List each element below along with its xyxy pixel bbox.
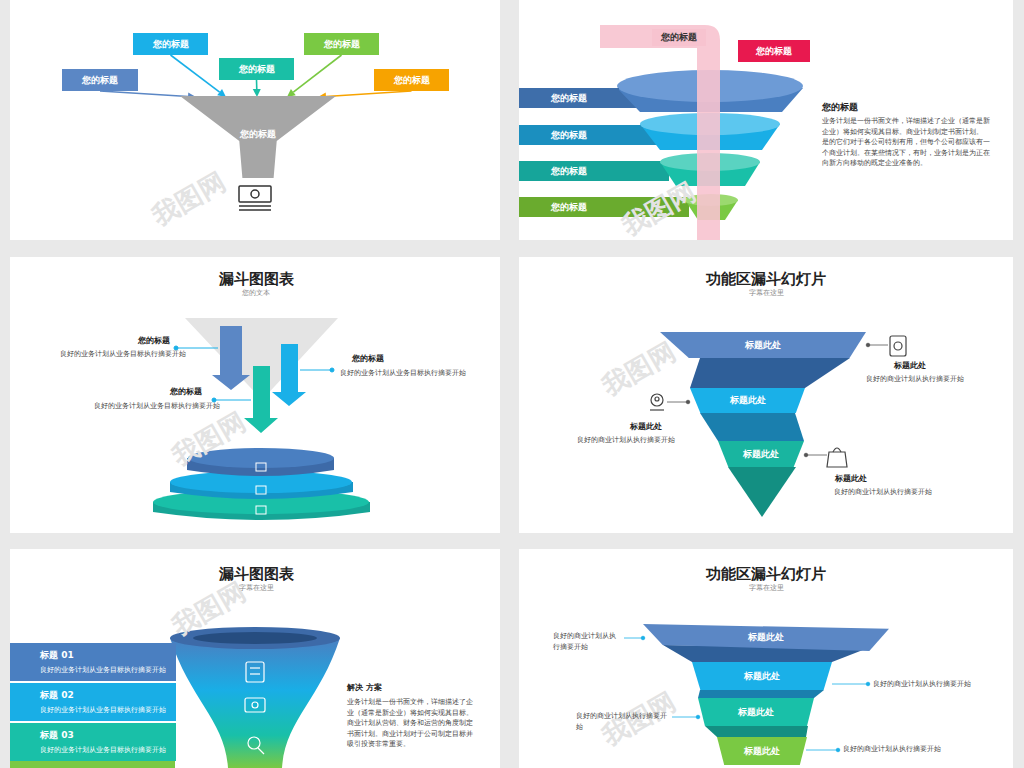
title-band: 您的标题: [738, 40, 810, 62]
slide-title: 功能区漏斗幻灯片: [706, 268, 826, 291]
funnel-band: 标题此处: [698, 698, 814, 726]
arrow-connector: [318, 91, 412, 100]
callout-text: 良好的商业计划从执行摘要开始: [553, 631, 621, 652]
callout-heading: 标题此处: [894, 360, 926, 372]
callout-text: 良好的业务计划从业务目标执行摘要开始: [340, 368, 466, 379]
callout-text: 字幕在这里: [749, 288, 784, 299]
title-band: 您的标题: [519, 125, 619, 145]
band-title: 您的标题: [240, 128, 276, 141]
band-title: 您的标题: [82, 74, 118, 87]
slide-title: 功能区漏斗幻灯片: [706, 563, 826, 586]
title-band: 您的标题: [133, 33, 208, 55]
callout-text: 字幕在这里: [239, 583, 274, 594]
callout-text: 业务计划是一份书面文件，详细描述了企业（通常是新企业）将如何实现其目标。商业计划…: [347, 697, 475, 750]
band-title: 标题此处: [745, 339, 781, 352]
band-body: 良好的业务计划从业务目标执行摘要开始: [40, 665, 166, 675]
callout-heading: 您的标题: [352, 353, 384, 365]
title-band: 您的标题: [62, 69, 138, 91]
slide-title: 漏斗图图表: [219, 268, 294, 291]
band-title: 您的标题: [153, 38, 189, 51]
band-title: 您的标题: [551, 92, 587, 105]
band-title: 标题此处: [743, 448, 779, 461]
callout-text: 字幕在这里: [749, 583, 784, 594]
band-title: 标题此处: [744, 745, 780, 758]
callout-text: 良好的商业计划从执行摘要开始: [866, 374, 964, 385]
band-title: 您的标题: [756, 45, 792, 58]
title-band: 标题 01 良好的业务计划从业务目标执行摘要开始: [10, 643, 176, 681]
title-band: 您的标题: [374, 69, 449, 91]
arrow-connector: [171, 55, 227, 97]
title-band: 标题 02 良好的业务计划从业务目标执行摘要开始: [10, 683, 176, 721]
arrow-connector: [100, 91, 196, 100]
callout-text: 良好的业务计划从业务目标执行摘要开始: [60, 349, 186, 360]
band-title: 您的标题: [551, 165, 587, 178]
callout-text: 良好的商业计划从执行摘要开始: [577, 435, 675, 446]
callout-text: 良好的商业计划从执行摘要开始: [843, 744, 941, 755]
funnel-band: 标题此处: [690, 388, 805, 413]
funnel-band: 您的标题: [180, 96, 336, 178]
callout-text: 良好的商业计划从执行摘要开始: [576, 711, 670, 732]
callout-text: 良好的商业计划从执行摘要开始: [834, 487, 932, 498]
callout-heading: 您的标题: [138, 335, 170, 347]
band-title: 您的标题: [661, 31, 697, 44]
funnel-band: 标题此处: [643, 624, 889, 651]
band-title: 标题 02: [40, 689, 74, 702]
callout-heading: 您的标题: [170, 386, 202, 398]
callout-heading: 标题此处: [630, 421, 662, 433]
funnel-band: 标题此处: [718, 441, 804, 467]
callout-heading: 您的标题: [822, 101, 858, 115]
band-title: 标题此处: [738, 706, 774, 719]
title-band: 您的标题: [519, 88, 619, 108]
slide-title: 漏斗图图表: [219, 563, 294, 586]
funnel-band: 标题此处: [660, 332, 866, 358]
callout-text: 您的文本: [242, 288, 270, 299]
title-band: 您的标题: [519, 161, 619, 181]
band-body: 良好的业务计划从业务目标执行摘要开始: [40, 705, 166, 715]
band-title: 您的标题: [394, 74, 430, 87]
title-band: 您的标题: [304, 33, 379, 55]
band-title: 您的标题: [324, 38, 360, 51]
band-title: 标题此处: [748, 631, 784, 644]
band-title: 标题此处: [744, 670, 780, 683]
funnel-band: 标题此处: [692, 662, 832, 690]
title-band: 标题 03 良好的业务计划从业务目标执行摘要开始: [10, 723, 176, 761]
callout-heading: 标题此处: [835, 473, 867, 485]
funnel-band: 标题此处: [717, 737, 807, 765]
title-band: 您的标题: [652, 29, 706, 46]
title-band: 您的标题: [519, 197, 619, 217]
band-title: 标题此处: [730, 394, 766, 407]
callout-text: 良好的业务计划从业务目标执行摘要开始: [94, 401, 220, 412]
band-title: 标题 03: [40, 729, 74, 742]
band-title: 您的标题: [239, 63, 275, 76]
band-title: 您的标题: [551, 129, 587, 142]
arrow-connector: [287, 55, 342, 97]
callout-text: 业务计划是一份书面文件，详细描述了企业（通常是新企业）将如何实现其目标。商业计划…: [822, 116, 992, 169]
arrow-connector: [253, 80, 261, 97]
band-body: 良好的业务计划从业务目标执行摘要开始: [40, 745, 166, 755]
band-title: 您的标题: [551, 201, 587, 214]
title-band: 您的标题: [219, 58, 294, 80]
callout-heading: 解决 方案: [347, 682, 382, 694]
band-title: 标题 01: [40, 649, 74, 662]
callout-text: 良好的商业计划从执行摘要开始: [873, 679, 971, 690]
